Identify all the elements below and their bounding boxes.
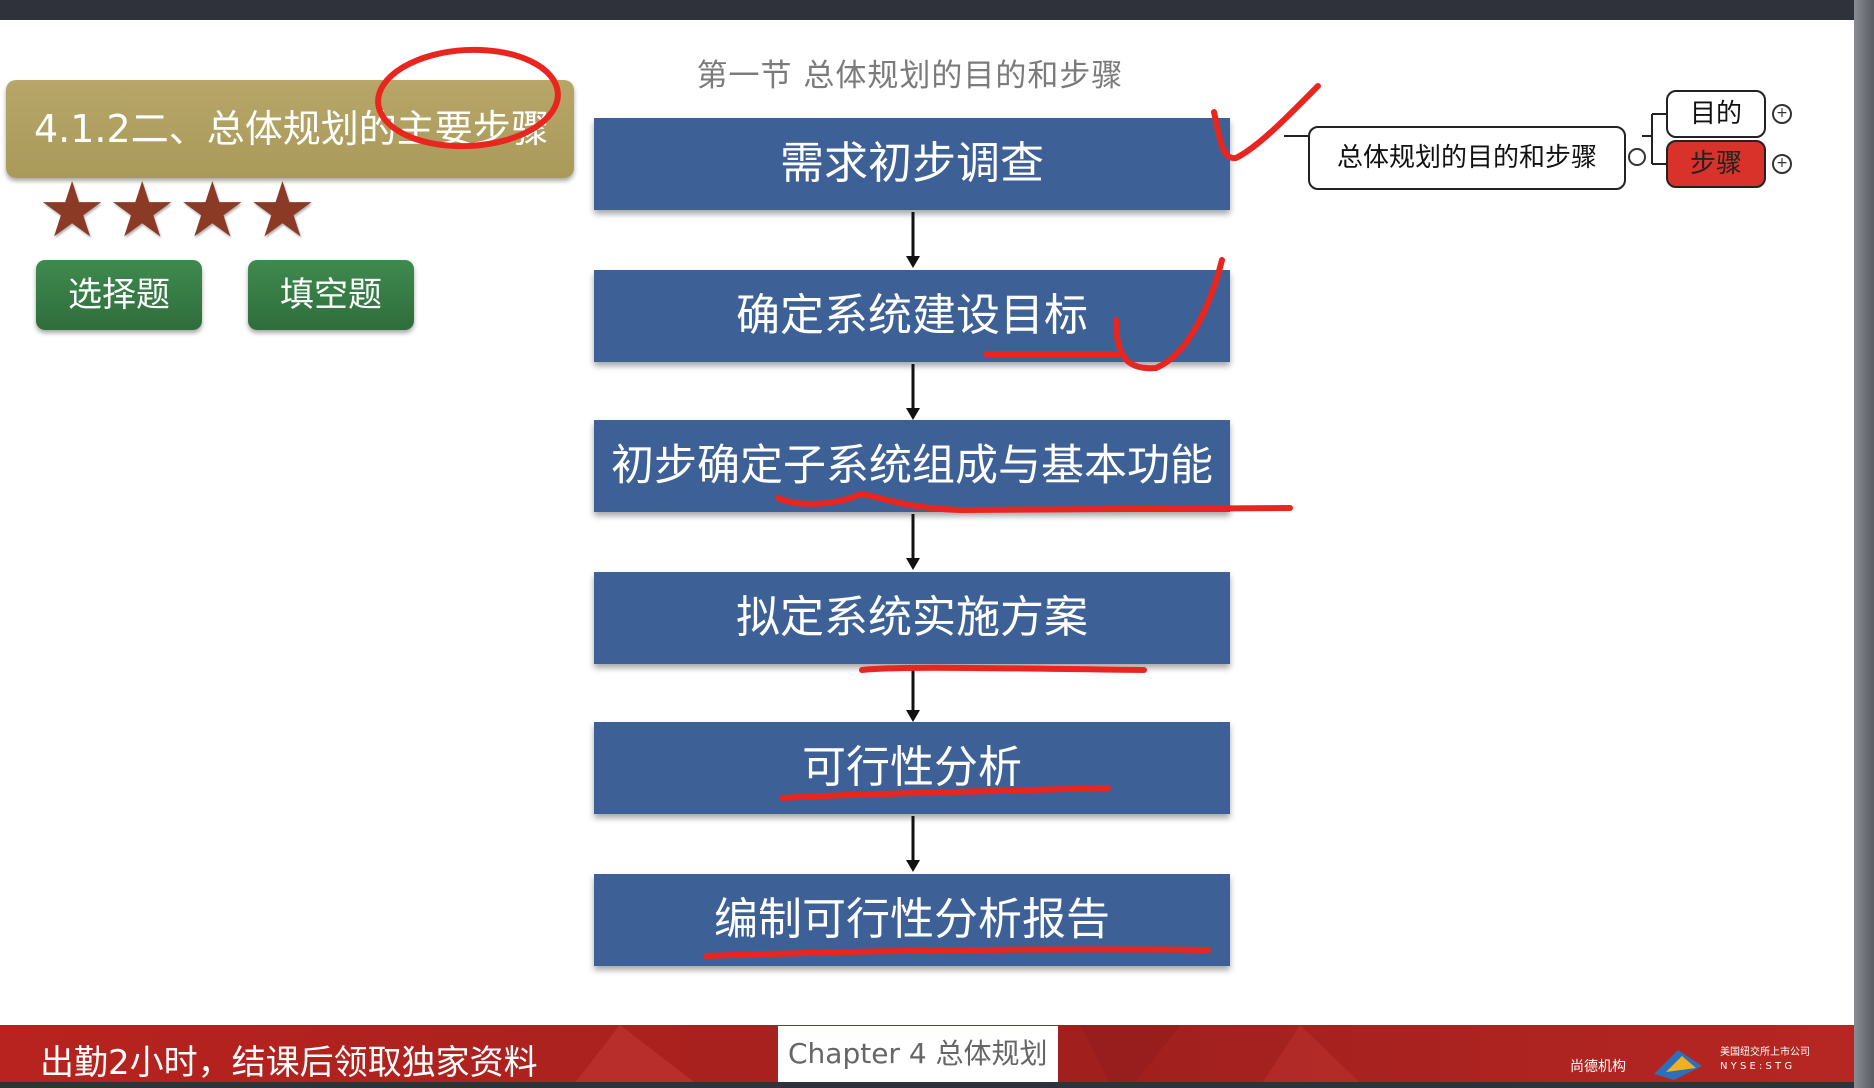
step-box: 拟定系统实施方案 — [594, 572, 1230, 664]
window-edge — [1854, 0, 1874, 1088]
step-box: 需求初步调查 — [594, 118, 1230, 210]
star-icon: ★ — [248, 165, 317, 254]
chapter-label: Chapter 4 总体规划 — [778, 1026, 1058, 1082]
collapse-icon[interactable] — [1628, 148, 1646, 166]
mindmap-node-steps[interactable]: 步骤 — [1666, 140, 1766, 188]
brand-logo: 尚德机构 美国纽交所上市公司 N Y S E : S T G — [1560, 1038, 1810, 1082]
star-icon: ★ — [38, 165, 107, 254]
expand-plus-icon[interactable]: + — [1772, 104, 1792, 124]
section-label: 4.1.2二、总体规划的主要步骤 — [6, 80, 574, 178]
expand-plus-icon[interactable]: + — [1772, 154, 1792, 174]
mindmap-root-node[interactable]: 总体规划的目的和步骤 — [1308, 126, 1626, 190]
step-box: 确定系统建设目标 — [594, 270, 1230, 362]
arrow-down-icon — [906, 666, 920, 722]
arrow-down-icon — [906, 816, 920, 872]
slide: 第一节 总体规划的目的和步骤 4.1.2二、总体规划的主要步骤 ★★★★ 选择题… — [0, 20, 1854, 1082]
logo-listing: 美国纽交所上市公司 N Y S E : S T G — [1720, 1047, 1810, 1072]
mindmap-node-purpose[interactable]: 目的 — [1666, 90, 1766, 138]
tag-multiple-choice[interactable]: 选择题 — [36, 260, 202, 330]
step-box: 初步确定子系统组成与基本功能 — [594, 420, 1230, 512]
arrow-down-icon — [906, 514, 920, 570]
arrow-down-icon — [906, 212, 920, 268]
logo-mark-icon — [1654, 1050, 1702, 1080]
arrow-down-icon — [906, 364, 920, 420]
step-box: 编制可行性分析报告 — [594, 874, 1230, 966]
logo-name: 尚德机构 — [1570, 1059, 1626, 1075]
footer-promo-text: 出勤2小时，结课后领取独家资料 — [40, 1043, 538, 1082]
difficulty-stars: ★★★★ — [38, 170, 319, 250]
slide-title: 第一节 总体规划的目的和步骤 — [696, 58, 1124, 94]
tag-fill-in-blank[interactable]: 填空题 — [248, 260, 414, 330]
step-box: 可行性分析 — [594, 722, 1230, 814]
star-icon: ★ — [108, 165, 177, 254]
star-icon: ★ — [178, 165, 247, 254]
